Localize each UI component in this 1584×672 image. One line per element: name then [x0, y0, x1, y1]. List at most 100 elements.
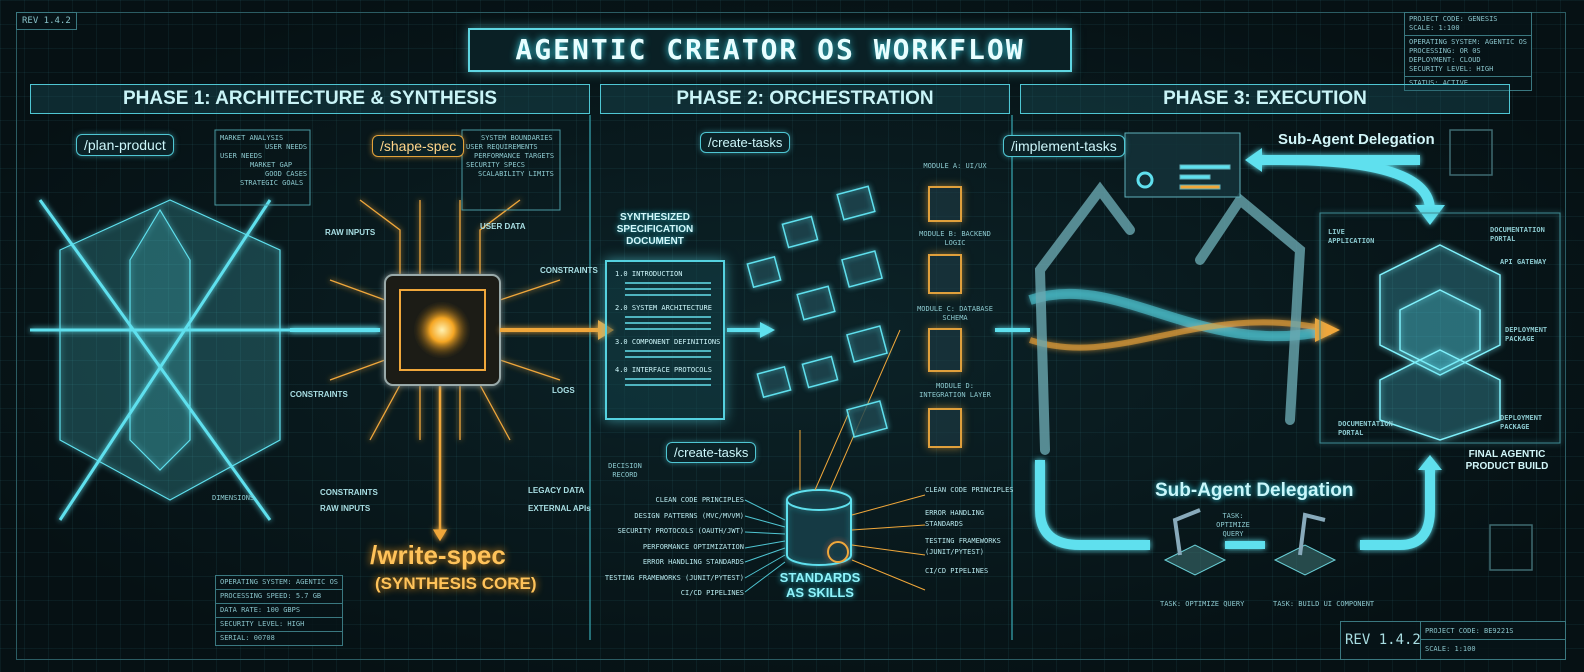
phase-divider-lines — [589, 115, 1013, 640]
market-box-outline — [214, 129, 561, 211]
info-line: PROJECT CODE: GENESIS — [1409, 15, 1498, 23]
module-d-label: MODULE D: INTEGRATION LAYER — [919, 382, 991, 399]
module-d-card — [928, 408, 962, 448]
standard-item: TESTING FRAMEWORKS (JUNIT/PYTEST) — [604, 573, 744, 582]
chip-circuit — [329, 199, 561, 542]
module-c-card — [928, 328, 962, 372]
task-cards — [746, 185, 888, 438]
title-block-rev: REV 1.4.2 — [1341, 622, 1421, 659]
standard-item: ERROR HANDLING STANDARDS — [925, 509, 985, 528]
input-label: EXTERNAL APIs — [528, 504, 591, 513]
info-row: OPERATING SYSTEM: AGENTIC OS — [216, 576, 343, 590]
standard-item: CLEAN CODE PRINCIPLES — [655, 496, 744, 504]
standards-list-right: CLEAN CODE PRINCIPLES ERROR HANDLING STAN… — [925, 485, 1015, 577]
build-label: DEPLOYMENT PACKAGE — [1505, 326, 1548, 343]
standard-item: CI/CD PIPELINES — [680, 589, 744, 597]
input-label: LEGACY DATA — [528, 486, 585, 495]
info-line: PROCESSING: OR 0S — [1409, 47, 1481, 55]
standards-list-left: CLEAN CODE PRINCIPLES DESIGN PATTERNS (MV… — [596, 493, 744, 602]
build-label: DOCUMENTATION PORTAL — [1490, 226, 1545, 243]
input-label: CONSTRAINTS — [540, 266, 598, 275]
module-a-card — [928, 186, 962, 222]
build-cube — [1319, 212, 1561, 444]
input-label: RAW INPUTS — [325, 228, 376, 237]
input-label: CONSTRAINTS — [320, 488, 378, 497]
input-label: LOGS — [552, 386, 575, 395]
standard-item: TESTING FRAMEWORKS (JUNIT/PYTEST) — [925, 537, 1001, 556]
box-node: MARKET ANALYSIS — [220, 134, 284, 142]
subagent-stations — [1163, 508, 1337, 576]
input-label: RAW INPUTS — [320, 504, 371, 513]
module-b-card — [928, 254, 962, 294]
info-line: SCALE: 1:100 — [1409, 24, 1460, 32]
chip-icon-right — [1449, 129, 1533, 571]
info-line: DEPLOYMENT: CLOUD — [1409, 56, 1481, 64]
input-label: USER DATA — [480, 222, 526, 231]
phase-3-banner: PHASE 3: EXECUTION — [1020, 84, 1510, 114]
spec-document: 1.0 INTRODUCTION 2.0 SYSTEM ARCHITECTURE… — [605, 260, 725, 420]
spec-document-title: SYNTHESIZED SPECIFICATION DOCUMENT — [616, 212, 694, 247]
decision-record-label: DECISION RECORD — [608, 462, 642, 479]
box-node: PERFORMANCE TARGETS — [474, 152, 555, 160]
dimension-label: DIMENSIONS — [212, 494, 255, 502]
phase-1-banner: PHASE 1: ARCHITECTURE & SYNTHESIS — [30, 84, 590, 114]
create-tasks-command-top: /create-tasks — [700, 132, 791, 153]
standards-database — [786, 489, 852, 566]
build-label: DEPLOYMENT PACKAGE — [1500, 414, 1543, 431]
plan-product-command: /plan-product — [76, 134, 174, 156]
dashboard-window — [1124, 132, 1241, 198]
box-node: SECURITY SPECS — [466, 161, 526, 169]
info-row: SERIAL: 00708 — [220, 634, 275, 642]
standard-item: CLEAN CODE PRINCIPLES — [925, 486, 1014, 494]
build-label: DOCUMENTATION PORTAL — [1338, 420, 1393, 437]
input-label: CONSTRAINTS — [290, 390, 348, 399]
box-node: MARKET GAP — [250, 161, 293, 169]
phase-2-banner: PHASE 2: ORCHESTRATION — [600, 84, 1010, 114]
task-label: TASK: OPTIMIZE QUERY — [1160, 600, 1245, 608]
write-spec-command: /write-spec — [370, 540, 506, 570]
sub-agent-delegation-bottom: Sub-Agent Delegation — [1155, 480, 1354, 501]
sub-agent-delegation-top: Sub-Agent Delegation — [1278, 131, 1435, 148]
final-build-label: FINAL AGENTIC PRODUCT BUILD — [1465, 449, 1549, 472]
module-c-label: MODULE C: DATABASE SCHEMA — [917, 305, 993, 322]
title-block: REV 1.4.2 PROJECT CODE: BE9221S SCALE: 1… — [1340, 621, 1566, 660]
doc-section: 4.0 INTERFACE PROTOCOLS — [615, 366, 712, 374]
synthesis-chip — [384, 274, 501, 386]
info-row: PROCESSING SPEED: 5.7 GB — [216, 590, 343, 604]
shape-spec-command: /shape-spec — [372, 135, 465, 157]
info-line: SECURITY LEVEL: HIGH — [1409, 65, 1494, 73]
info-line: OPERATING SYSTEM: AGENTIC OS — [1409, 38, 1528, 46]
info-row: DATA RATE: 100 GBPS — [216, 604, 343, 618]
title-block-scale: SCALE: 1:100 — [1425, 645, 1476, 653]
standards-connectors — [744, 329, 926, 593]
standard-item: SECURITY PROTOCOLS (OAUTH/JWT) — [617, 527, 744, 535]
standard-item: ERROR HANDLING STANDARDS — [642, 558, 744, 566]
robot-arms — [1034, 181, 1306, 455]
box-node: STRATEGIC GOALS — [240, 179, 304, 187]
implement-tasks-command: /implement-tasks — [1003, 135, 1125, 157]
flow-arrows — [290, 148, 1445, 550]
box-node: USER REQUIREMENTS — [466, 143, 538, 151]
standards-as-skills-label: STANDARDS AS SKILLS — [779, 570, 861, 600]
box-node: USER NEEDS — [265, 143, 308, 151]
create-tasks-command-bottom: /create-tasks — [666, 442, 757, 463]
box-node: SYSTEM BOUNDARIES — [481, 134, 553, 142]
task-label: TASK: BUILD UI COMPONENT — [1273, 600, 1375, 608]
info-line: STATUS: ACTIVE — [1409, 79, 1469, 87]
box-node: GOOD CASES — [265, 170, 308, 178]
build-label: LIVE APPLICATION — [1328, 228, 1375, 245]
page-title: AGENTIC CREATOR OS WORKFLOW — [468, 28, 1072, 72]
build-label: API GATEWAY — [1500, 258, 1547, 266]
revision-tag: REV 1.4.2 — [16, 12, 77, 30]
standard-item: DESIGN PATTERNS (MVC/MVVM) — [634, 511, 744, 520]
module-b-label: MODULE B: BACKEND LOGIC — [919, 230, 991, 247]
standard-item: CI/CD PIPELINES — [925, 567, 989, 575]
box-node: SCALABILITY LIMITS — [478, 170, 554, 178]
